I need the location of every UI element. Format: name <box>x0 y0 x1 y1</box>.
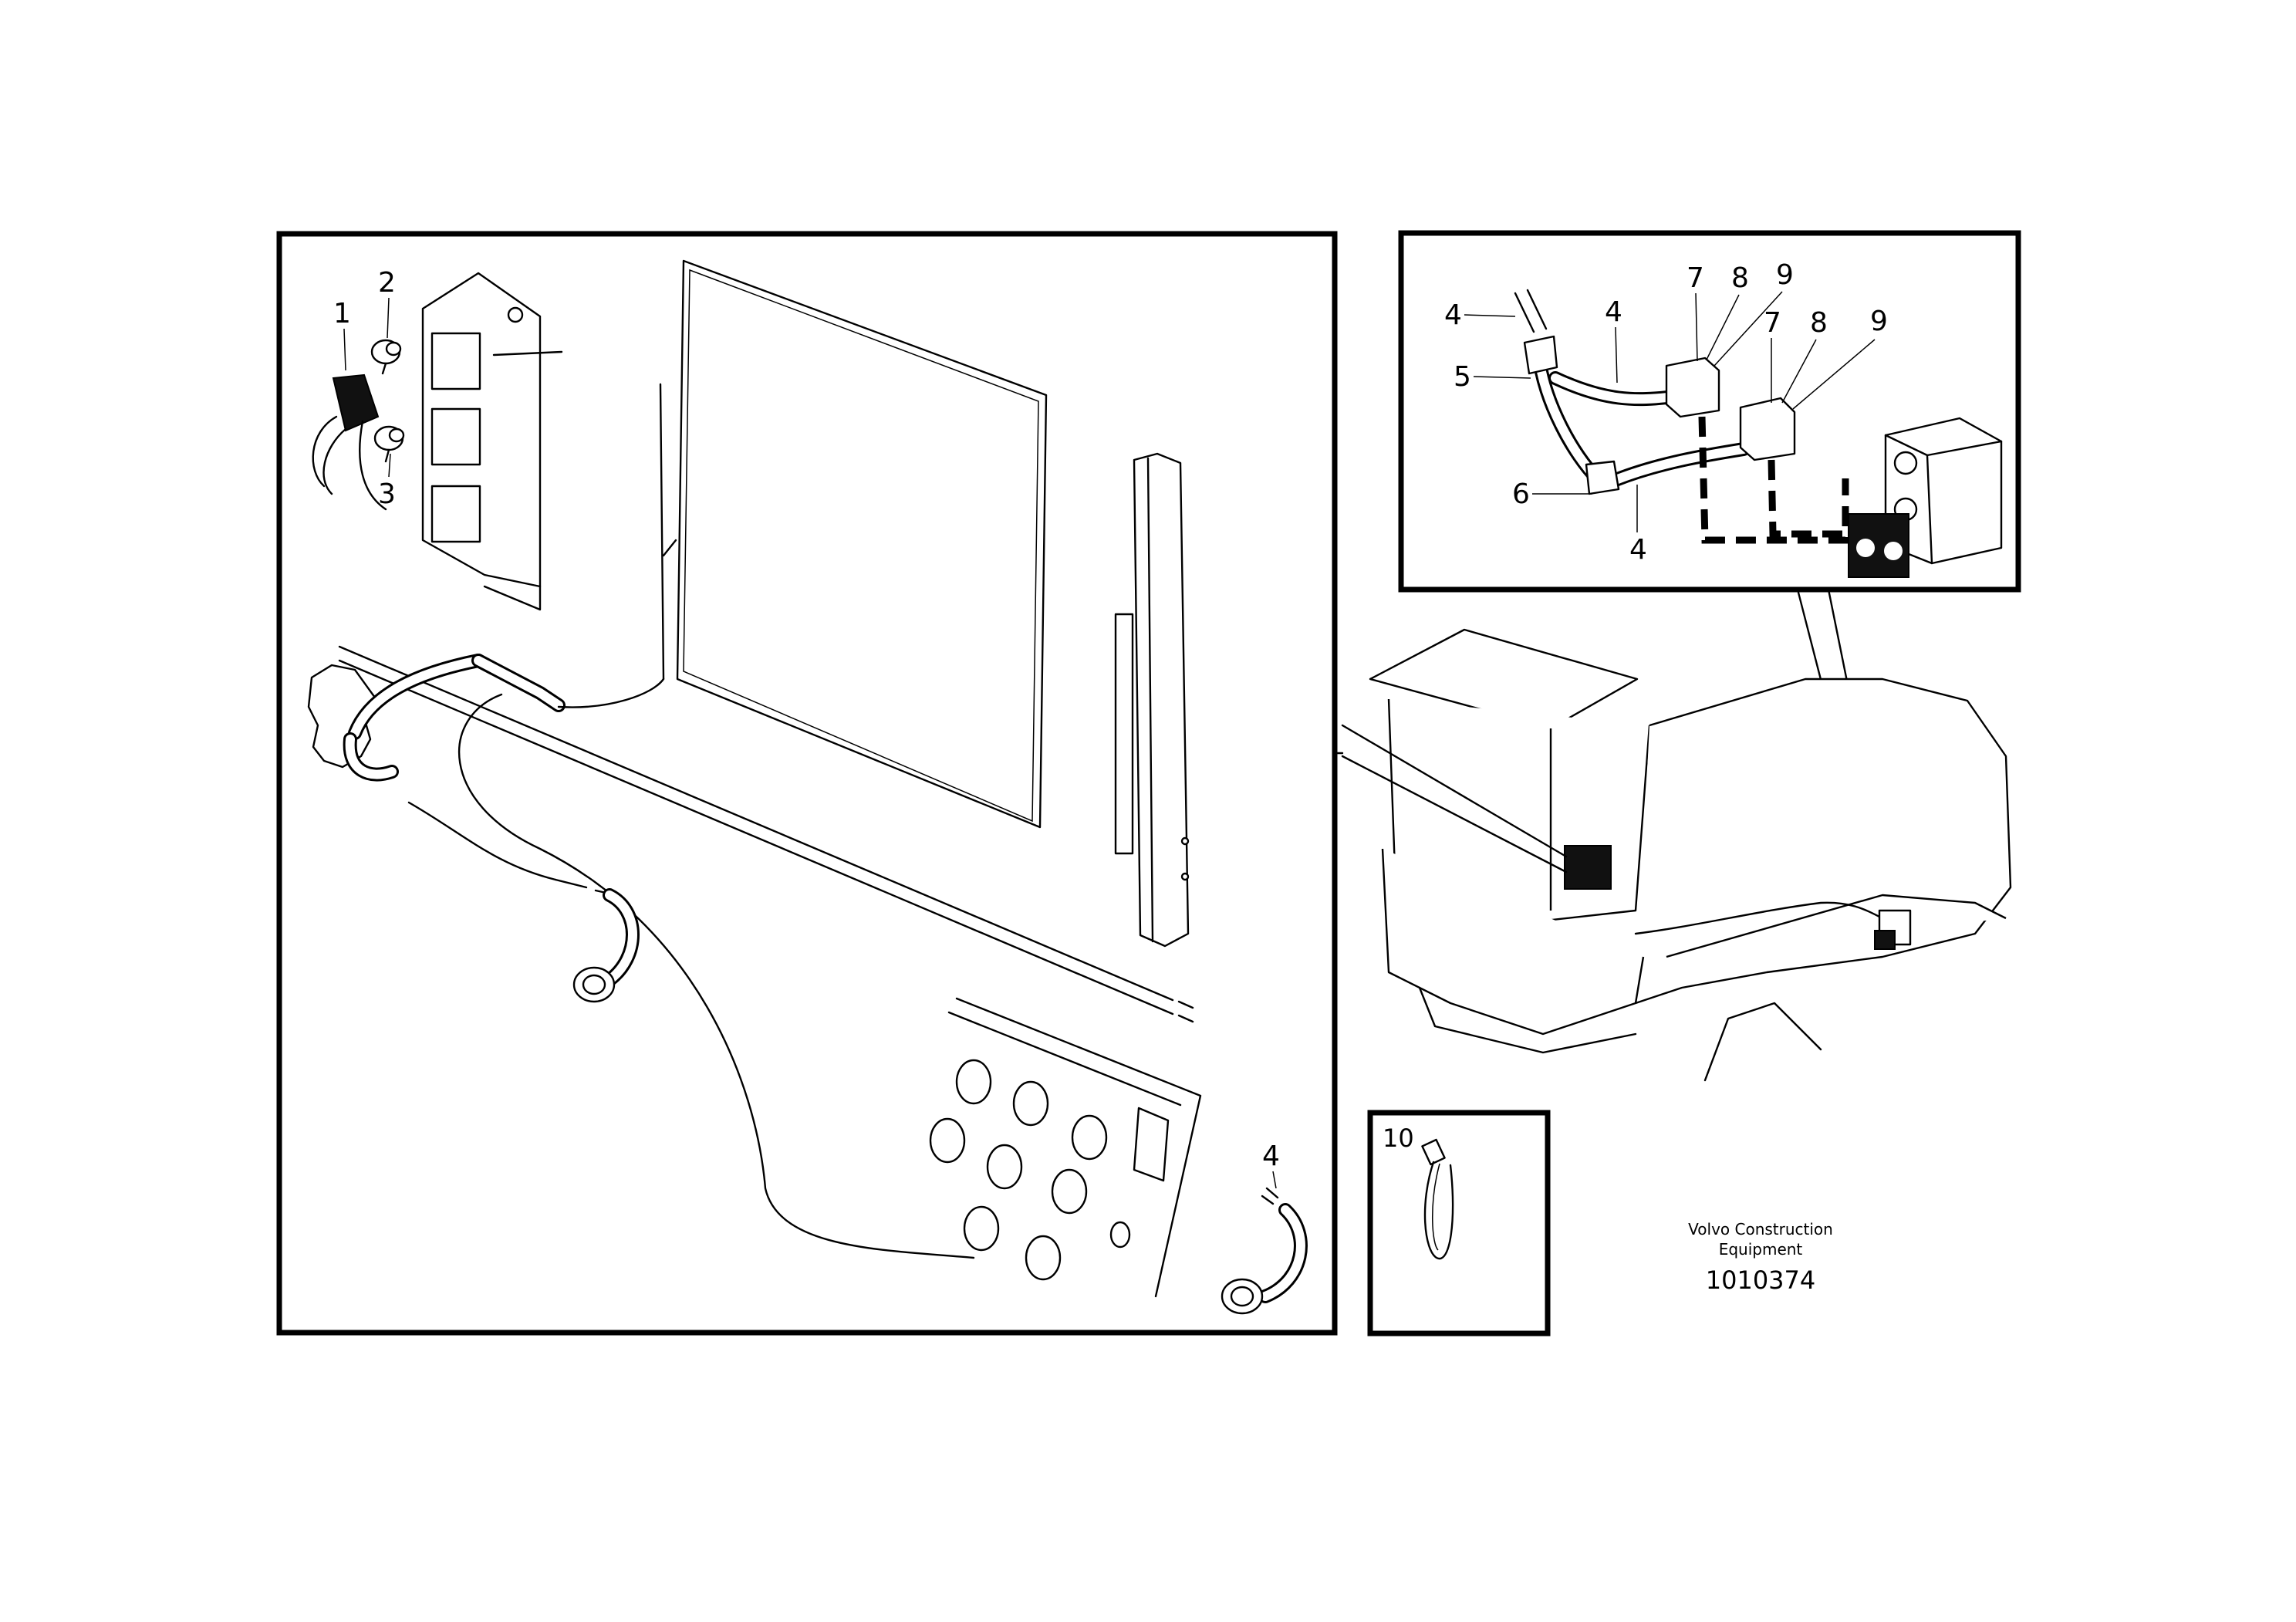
company-name-line1: Volvo Construction <box>1688 1220 1833 1238</box>
harness-cutout <box>307 654 485 782</box>
electrical-distribution-board <box>676 259 1048 829</box>
bulkhead-panel <box>929 997 1202 1298</box>
callout-10: 10 <box>1383 1124 1414 1153</box>
detail-callout-7b: 7 <box>1764 307 1781 339</box>
cable-tie-part-10 <box>1421 1138 1454 1260</box>
screw-part-3 <box>373 425 405 463</box>
relay-socket-bracket <box>421 272 563 611</box>
detail-dashed-routing <box>1698 416 1882 544</box>
detail-view-panel: 4 4 5 6 4 7 8 9 7 8 9 <box>1398 230 2021 897</box>
callout-1: 1 <box>333 298 351 329</box>
cable-tie-panel: 10 <box>1367 1110 1551 1336</box>
wiring-harness-part-4 <box>407 383 975 1259</box>
relay-connector-part-1 <box>312 373 387 511</box>
cab-fuse-box <box>1564 845 1612 890</box>
cable-duct-profile <box>338 645 1194 1023</box>
detail-relay-block <box>1848 417 2003 578</box>
detail-callout-7a: 7 <box>1687 262 1704 294</box>
detail-callout-6: 6 <box>1512 478 1530 510</box>
detail-callouts: 4 4 5 6 4 7 8 9 7 8 9 <box>1444 259 1888 566</box>
machine-overview <box>1341 628 2012 1082</box>
detail-connectors <box>1665 357 1796 461</box>
detail-callout-5: 5 <box>1454 361 1471 393</box>
detail-callout-4c: 4 <box>1629 534 1647 566</box>
harness-end-connector <box>1221 1187 1308 1315</box>
callout-2: 2 <box>378 267 396 299</box>
detail-callout-9b: 9 <box>1870 306 1888 337</box>
drawing-caption: Volvo Construction Equipment 1010374 <box>1688 1220 1833 1295</box>
main-view-panel: 1 2 3 4 <box>276 231 1338 1336</box>
drawing-number: 1010374 <box>1706 1265 1816 1295</box>
detail-callout-4a: 4 <box>1444 299 1462 331</box>
main-callouts: 1 2 3 4 <box>333 267 1280 1189</box>
screw-part-2 <box>370 339 402 375</box>
detail-callout-8a: 8 <box>1731 262 1749 294</box>
company-name-line2: Equipment <box>1719 1240 1803 1259</box>
mounting-rail <box>1114 452 1190 948</box>
callout-3: 3 <box>378 478 396 510</box>
detail-callout-9a: 9 <box>1776 259 1794 291</box>
detail-hoses <box>1514 289 1751 495</box>
detail-callout-8b: 8 <box>1810 307 1828 339</box>
callout-4: 4 <box>1262 1140 1280 1172</box>
cable-tie-frame <box>1367 1110 1551 1336</box>
detail-callout-4b: 4 <box>1605 296 1622 328</box>
